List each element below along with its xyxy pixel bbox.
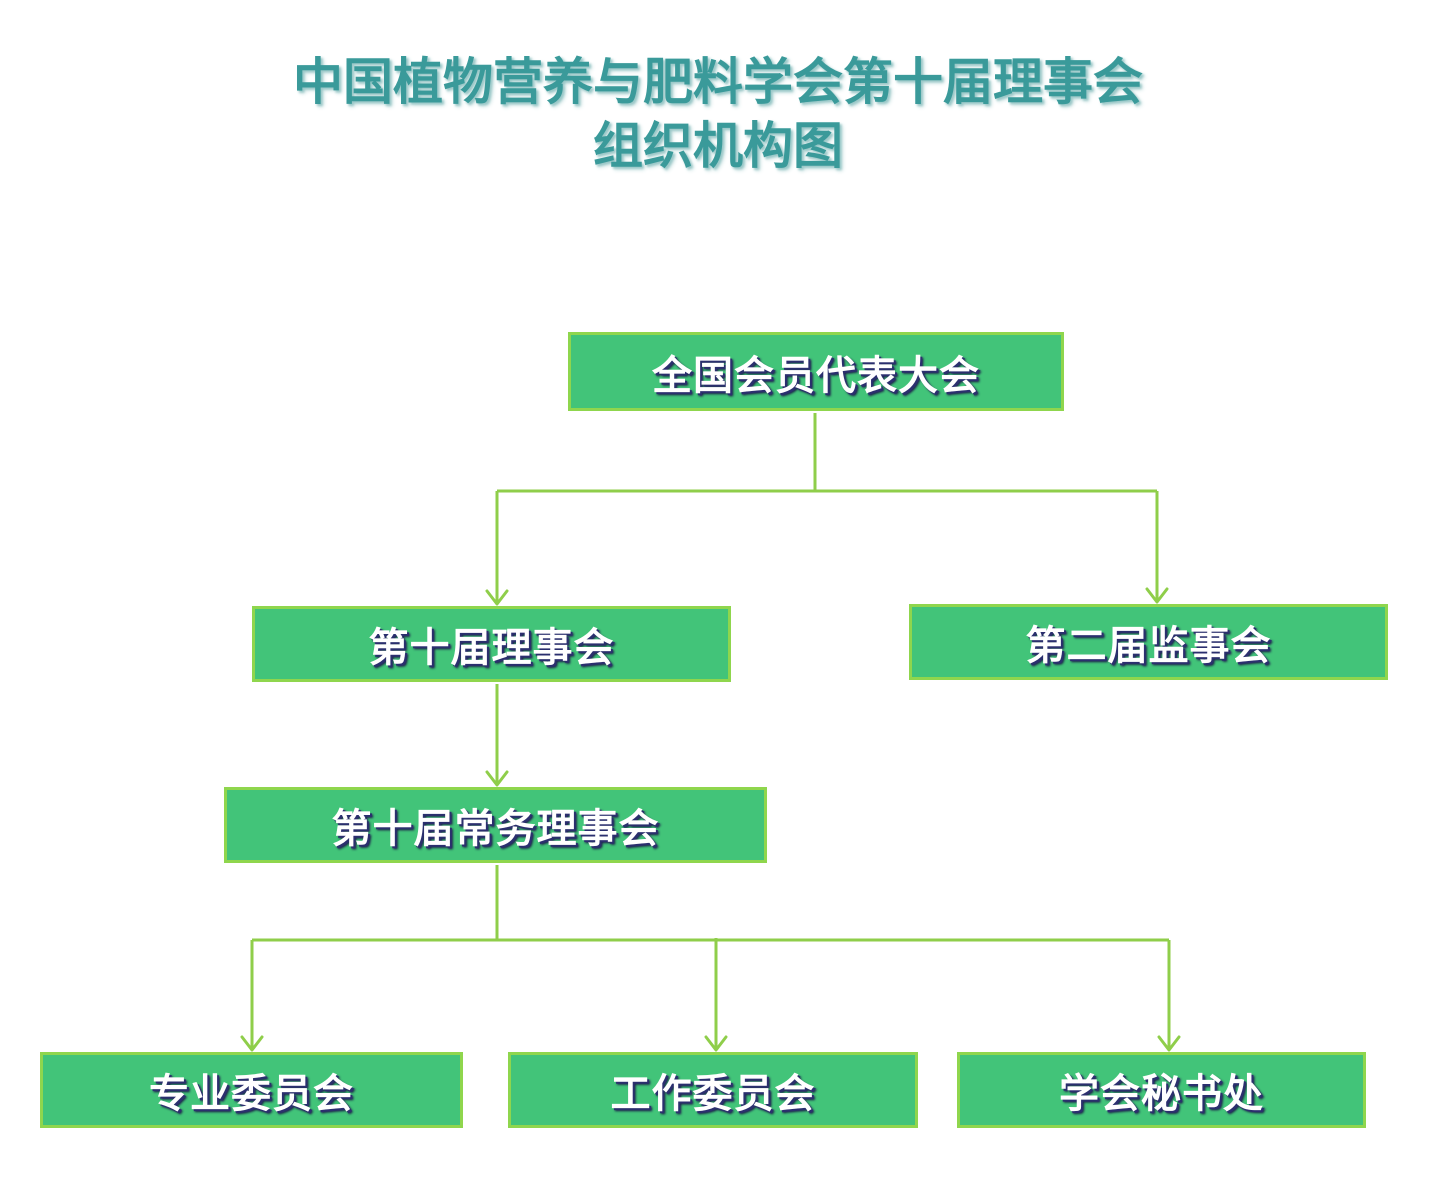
node-supervisory-board: 第二届监事会 xyxy=(909,604,1388,680)
node-secretariat-label: 学会秘书处 xyxy=(1059,1071,1264,1117)
node-working-committee: 工作委员会 xyxy=(508,1052,918,1128)
node-general-assembly-label: 全国会员代表大会 xyxy=(652,352,980,399)
chart-title-line-2: 组织机构图 xyxy=(593,117,843,175)
arrowhead-to-council xyxy=(485,589,509,606)
node-general-assembly: 全国会员代表大会 xyxy=(568,332,1064,411)
node-standing-council-label: 第十届常务理事会 xyxy=(331,806,660,852)
node-council-label: 第十届理事会 xyxy=(368,625,615,671)
node-secretariat: 学会秘书处 xyxy=(957,1052,1366,1128)
arrowhead-to-professional xyxy=(240,1035,264,1052)
arrowhead-to-supervisory xyxy=(1145,587,1169,604)
node-professional-committee-label: 专业委员会 xyxy=(149,1071,354,1117)
arrowhead-to-standing xyxy=(485,770,509,787)
node-professional-committee: 专业委员会 xyxy=(40,1052,463,1128)
node-council: 第十届理事会 xyxy=(252,606,731,682)
chart-title-line-1: 中国植物营养与肥料学会第十届理事会 xyxy=(293,53,1143,111)
node-working-committee-label: 工作委员会 xyxy=(610,1071,816,1117)
node-supervisory-board-label: 第二届监事会 xyxy=(1025,623,1272,669)
node-standing-council: 第十届常务理事会 xyxy=(224,787,767,863)
arrowhead-to-working xyxy=(704,1035,728,1052)
arrowhead-to-secretariat xyxy=(1157,1035,1181,1052)
